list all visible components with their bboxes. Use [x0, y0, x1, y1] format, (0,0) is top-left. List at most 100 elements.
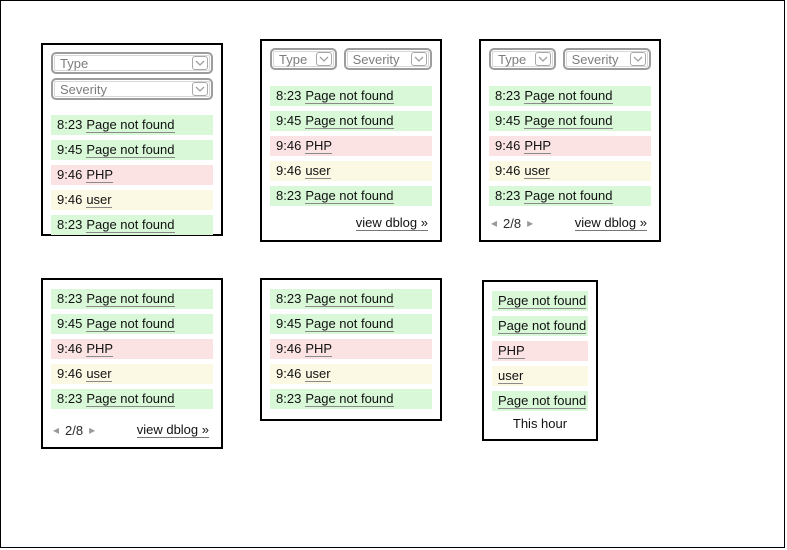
pager-next-icon[interactable]: ▸	[527, 216, 534, 230]
view-dblog-link[interactable]: view dblog »	[355, 215, 428, 231]
pager-next-icon[interactable]: ▸	[89, 423, 96, 437]
pager-prev-icon[interactable]: ◂	[53, 423, 60, 437]
log-entry: PHP	[492, 341, 588, 361]
log-entry-time: 8:23	[57, 217, 83, 232]
log-entry-link[interactable]: user	[498, 368, 524, 384]
severity-filter-select[interactable]: Severity	[343, 48, 432, 70]
log-entry-time: 9:46	[57, 341, 83, 356]
log-entry-time: 9:45	[57, 142, 83, 157]
log-entry-link[interactable]: Page not found	[498, 318, 587, 334]
log-entry-link[interactable]: Page not found	[305, 188, 394, 204]
log-entry-time: 9:46	[276, 138, 302, 153]
log-entry-link[interactable]: user	[86, 192, 112, 208]
severity-filter-label: Severity	[60, 81, 107, 97]
log-entry-link[interactable]: PHP	[305, 341, 333, 357]
log-entry-link[interactable]: PHP	[305, 138, 333, 154]
dblog-widget-panel-6: Page not found Page not found PHP user P…	[482, 280, 598, 441]
this-hour-label: This hour	[512, 416, 568, 431]
log-entry: Page not found	[492, 391, 588, 411]
type-filter-label: Type	[498, 51, 527, 67]
log-entry-time: 8:23	[57, 117, 83, 132]
severity-filter-select[interactable]: Severity	[51, 78, 213, 100]
log-entry-link[interactable]: PHP	[498, 343, 525, 359]
log-entry-time: 9:46	[57, 167, 83, 182]
log-entry-time: 8:23	[276, 88, 302, 103]
chevron-down-icon	[315, 52, 332, 66]
type-filter-select[interactable]: Type	[51, 52, 213, 74]
log-entry-time: 9:46	[276, 341, 302, 356]
log-entry-link[interactable]: Page not found	[305, 391, 394, 407]
log-entry-link[interactable]: Page not found	[305, 113, 394, 129]
log-entry-time: 9:46	[57, 192, 83, 207]
log-entry-time: 8:23	[495, 188, 521, 203]
view-dblog-link[interactable]: view dblog »	[136, 422, 209, 438]
log-entry-link[interactable]: Page not found	[498, 293, 587, 309]
chevron-down-icon	[410, 52, 427, 66]
log-entry-link[interactable]: user	[524, 163, 550, 179]
log-entry-link[interactable]: Page not found	[86, 316, 175, 332]
log-entry-time: 8:23	[276, 391, 302, 406]
log-entry-link[interactable]: Page not found	[305, 291, 394, 307]
type-filter-select[interactable]: Type	[489, 48, 556, 70]
severity-filter-label: Severity	[571, 51, 619, 67]
log-entry-link[interactable]: PHP	[86, 167, 114, 183]
log-entry-link[interactable]: Page not found	[305, 88, 394, 104]
log-entry-link[interactable]: Page not found	[86, 117, 175, 133]
log-entry-time: 8:23	[57, 291, 83, 306]
severity-filter-label: Severity	[352, 51, 400, 67]
chevron-down-icon	[192, 82, 208, 96]
log-entry-link[interactable]: Page not found	[86, 142, 175, 158]
log-entry-link[interactable]: PHP	[524, 138, 552, 154]
log-entry-time: 9:46	[276, 366, 302, 381]
log-entry: Page not found	[492, 316, 588, 336]
chevron-down-icon	[192, 56, 208, 70]
severity-filter-select[interactable]: Severity	[562, 48, 651, 70]
log-entry-time: 8:23	[276, 188, 302, 203]
log-entry-link[interactable]: Page not found	[524, 113, 613, 129]
log-entry-link[interactable]: Page not found	[86, 291, 175, 307]
log-entry-link[interactable]: user	[305, 366, 331, 382]
log-entry-link[interactable]: Page not found	[524, 188, 613, 204]
pager: ◂ 2/8 ▸	[491, 216, 533, 231]
log-entry-link[interactable]: Page not found	[524, 88, 613, 104]
log-entry-time: 8:23	[276, 291, 302, 306]
type-filter-select[interactable]: Type	[270, 48, 337, 70]
log-entry-link[interactable]: Page not found	[86, 217, 175, 233]
log-entry-link[interactable]: PHP	[86, 341, 114, 357]
log-entry-time: 9:46	[495, 163, 521, 178]
log-entry-link[interactable]: user	[305, 163, 331, 179]
log-entry: Page not found	[492, 291, 588, 311]
filter-row: Type Severity	[270, 48, 432, 70]
panel-footer: ◂ 2/8 ▸ view dblog »	[53, 422, 209, 438]
pager-current-page: 2/8	[503, 215, 522, 231]
log-entry-time: 9:46	[276, 163, 302, 178]
log-entry-link[interactable]: Page not found	[86, 391, 175, 407]
view-dblog-link[interactable]: view dblog »	[574, 215, 647, 231]
log-entry-link[interactable]: Page not found	[498, 393, 587, 409]
log-entry-link[interactable]: Page not found	[305, 316, 394, 332]
log-entry-link[interactable]: user	[86, 366, 112, 382]
pager-prev-icon[interactable]: ◂	[491, 216, 498, 230]
